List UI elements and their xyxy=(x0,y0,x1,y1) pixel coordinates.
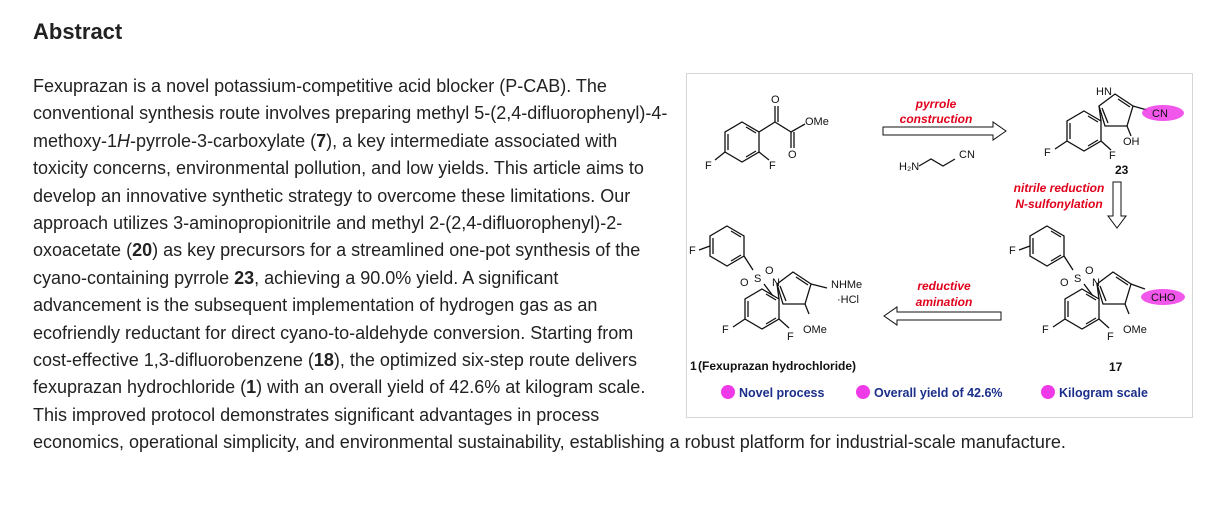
atom-label: NHMe xyxy=(831,279,862,291)
compound-17-structure: CHO S O O N OMe F F F xyxy=(1009,225,1185,343)
step1-label: construction xyxy=(900,112,973,126)
atom-label: OMe xyxy=(805,116,829,128)
atom-label: F xyxy=(1042,324,1049,336)
compound-20-structure: O OMe O F F xyxy=(705,94,829,172)
compound-ref: 1 xyxy=(246,377,257,398)
compound-1-structure: S O O N OMe F F F NHMe ·HCl xyxy=(689,225,862,343)
atom-label: F xyxy=(1009,245,1016,257)
abstract-segment: -pyrrole-3-carboxylate ( xyxy=(130,130,317,151)
bullet-icon xyxy=(721,385,735,399)
atom-label: S xyxy=(1074,273,1081,285)
atom-label: F xyxy=(705,160,712,172)
atom-label: F xyxy=(769,160,776,172)
step2-label: N-sulfonylation xyxy=(1015,197,1102,211)
atom-label: O xyxy=(771,94,780,106)
compound-1-name: (Fexuprazan hydrochloride) xyxy=(698,359,856,373)
atom-label: ·HCl xyxy=(837,294,859,306)
abstract-segment: , achieving a 90.0% yield. A significant… xyxy=(33,267,634,371)
bullet-text: Novel process xyxy=(739,386,825,400)
atom-label: F xyxy=(689,245,696,257)
atom-label: OMe xyxy=(1123,324,1147,336)
graphical-abstract: O OMe O F F pyrrole construction H₂N CN xyxy=(686,73,1193,418)
atom-label: HN xyxy=(1096,86,1112,98)
aldehyde-group: CHO xyxy=(1151,292,1176,304)
atom-label: O xyxy=(1060,277,1069,289)
section-heading: Abstract xyxy=(33,19,123,44)
abstract-segment: ), a key intermediate associated with to… xyxy=(33,130,644,261)
reagent-label: H₂N xyxy=(899,161,919,173)
abstract-text: O OMe O F F pyrrole construction H₂N CN xyxy=(33,73,1198,457)
atom-label: O xyxy=(740,277,749,289)
atom-label: CN xyxy=(959,149,975,161)
atom-label: N xyxy=(772,277,780,289)
compound-ref: 7 xyxy=(316,130,327,151)
atom-label: S xyxy=(754,273,761,285)
abstract-segment: ) as key precursors for a streamlined on… xyxy=(33,240,641,288)
atom-label: F xyxy=(1044,147,1051,159)
step3-label: reductive xyxy=(917,279,971,293)
highlight-bullets: Novel process Overall yield of 42.6% Kil… xyxy=(721,385,1148,400)
atom-label: F xyxy=(1107,331,1114,343)
compound-23-structure: CN HN OH F F xyxy=(1044,86,1184,162)
down-arrow xyxy=(1107,181,1127,229)
bullet-text: Kilogram scale xyxy=(1059,386,1148,400)
compound-number-17: 17 xyxy=(1109,360,1123,374)
atom-label: O xyxy=(765,265,774,277)
abstract-segment: ) with an overall yield of 42.6% at kilo… xyxy=(33,377,1066,453)
compound-ref: 18 xyxy=(313,350,334,371)
atom-label: F xyxy=(787,331,794,343)
cyano-group: CN xyxy=(1152,108,1168,120)
step3-label: amination xyxy=(916,295,973,309)
compound-number-1: 1 xyxy=(690,359,697,373)
reaction-scheme: O OMe O F F pyrrole construction H₂N CN xyxy=(689,86,1185,400)
compound-ref: 20 xyxy=(132,240,153,261)
atom-label: N xyxy=(1092,277,1100,289)
atom-label: O xyxy=(788,149,797,161)
bullet-text: Overall yield of 42.6% xyxy=(874,386,1003,400)
bullet-icon xyxy=(1041,385,1055,399)
step1-label: pyrrole xyxy=(915,97,957,111)
back-arrow xyxy=(883,306,1002,326)
atom-label: F xyxy=(722,324,729,336)
atom-label: OMe xyxy=(803,324,827,336)
atom-label: O xyxy=(1085,265,1094,277)
atom-label: OH xyxy=(1123,136,1140,148)
forward-arrow xyxy=(882,121,1007,141)
abstract-segment: H xyxy=(117,130,131,151)
atom-label: F xyxy=(1109,150,1116,162)
compound-ref: 23 xyxy=(234,267,255,288)
compound-number-23: 23 xyxy=(1115,163,1129,177)
bullet-icon xyxy=(856,385,870,399)
step2-label: nitrile reduction xyxy=(1014,181,1105,195)
abstract-segment: ), the optimized six-step route delivers… xyxy=(33,350,637,398)
abstract-segment: Fexuprazan is a novel potassium-competit… xyxy=(33,76,668,151)
